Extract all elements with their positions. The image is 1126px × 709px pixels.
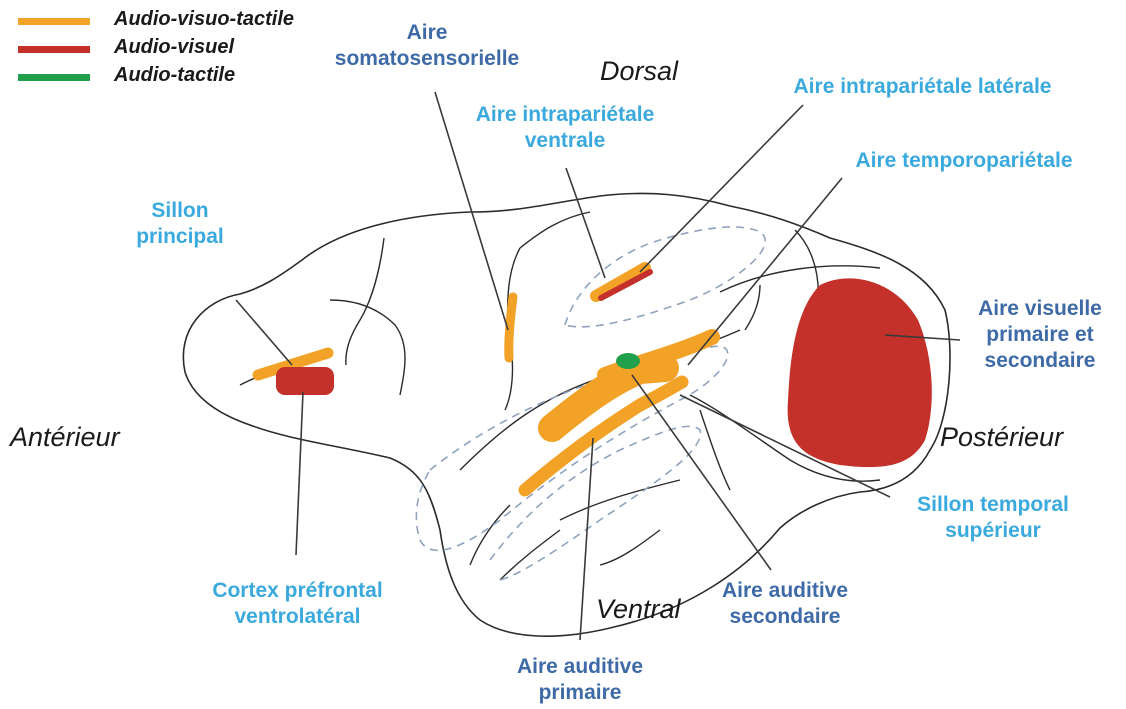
label-line: Aire intrapariétale xyxy=(455,102,675,128)
label-line: primaire xyxy=(495,680,665,706)
sulcus-15 xyxy=(470,505,510,565)
label-aire-auditive-primaire: Aire auditive primaire xyxy=(495,654,665,706)
dashed-intraparietal xyxy=(565,227,765,327)
legend-swatch-green xyxy=(18,74,90,81)
sulcus-13 xyxy=(600,530,660,565)
label-line: Aire visuelle xyxy=(960,296,1120,322)
legend-swatch-red xyxy=(18,46,90,53)
audio-tactile-patch xyxy=(616,353,640,369)
label-line: Aire auditive xyxy=(495,654,665,680)
legend-label: Audio-visuel xyxy=(114,36,234,59)
label-line: Sillon temporal xyxy=(888,492,1098,518)
label-line: Cortex préfrontal xyxy=(180,578,415,604)
orientation-posterior: Postérieur xyxy=(940,422,1063,453)
label-sillon-temporal-superieur: Sillon temporal supérieur xyxy=(888,492,1098,544)
label-line: ventrale xyxy=(455,128,675,154)
leader-aud-sec xyxy=(632,375,771,570)
sulcus-8 xyxy=(745,285,760,330)
label-aire-visuelle: Aire visuelle primaire et secondaire xyxy=(960,296,1120,374)
sulcus-3 xyxy=(330,300,405,395)
somatosensory-band xyxy=(509,297,513,358)
legend-label: Audio-tactile xyxy=(114,64,235,87)
sulcus-4 xyxy=(520,212,590,248)
leader-cortex xyxy=(296,392,303,555)
label-sillon-principal: Sillon principal xyxy=(120,198,240,250)
orientation-ventral: Ventral xyxy=(596,594,681,625)
label-line: somatosensorielle xyxy=(312,46,542,72)
label-aire-somatosensorielle: Aire somatosensorielle xyxy=(312,20,542,72)
label-aire-intraparietale-laterale: Aire intrapariétale latérale xyxy=(755,74,1090,100)
label-line: Aire auditive xyxy=(700,578,870,604)
label-line: Aire intrapariétale latérale xyxy=(755,74,1090,100)
label-cortex-prefrontal: Cortex préfrontal ventrolatéral xyxy=(180,578,415,630)
label-aire-auditive-secondaire: Aire auditive secondaire xyxy=(700,578,870,630)
label-line: secondaire xyxy=(960,348,1120,374)
label-line: Sillon xyxy=(120,198,240,224)
cortex-prefrontal-patch xyxy=(276,367,334,395)
label-aire-intraparietale-ventrale: Aire intrapariétale ventrale xyxy=(455,102,675,154)
sulcus-12 xyxy=(560,480,680,520)
leader-intra-ventrale xyxy=(566,168,605,278)
label-line: principal xyxy=(120,224,240,250)
label-line: ventrolatéral xyxy=(180,604,415,630)
orientation-dorsal: Dorsal xyxy=(600,56,678,87)
label-line: supérieur xyxy=(888,518,1098,544)
legend-swatch-orange xyxy=(18,18,90,25)
orientation-anterior: Antérieur xyxy=(10,422,120,453)
label-line: secondaire xyxy=(700,604,870,630)
leader-sillon-principal xyxy=(236,300,292,365)
label-line: primaire et xyxy=(960,322,1120,348)
colored-regions xyxy=(258,268,932,490)
label-line: Aire xyxy=(312,20,542,46)
label-aire-temporoparietale: Aire temporopariétale xyxy=(824,148,1104,174)
label-line: Aire temporopariétale xyxy=(824,148,1104,174)
legend-label: Audio-visuo-tactile xyxy=(114,8,294,31)
visual-area-patch xyxy=(788,278,932,467)
